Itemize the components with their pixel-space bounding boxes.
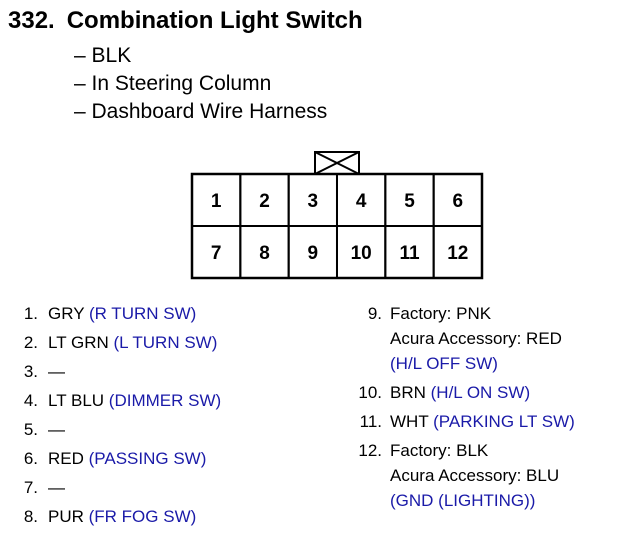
pin-cell-number: 10: [351, 243, 372, 264]
pin-description: Factory: BLK: [390, 441, 488, 461]
pin-number: 9.: [367, 304, 382, 323]
pin-cell-number: 12: [447, 243, 468, 264]
wire-color: LT BLU: [48, 391, 109, 410]
pin-number: 3.: [23, 362, 38, 381]
title-number: 332.: [8, 7, 55, 34]
wire-color: —: [48, 420, 65, 439]
pin-cell-number: 9: [308, 243, 319, 264]
circuit-function: (DIMMER SW): [108, 391, 222, 410]
pin-number: 2.: [23, 333, 38, 352]
pin-cell-number: 5: [404, 191, 415, 212]
wire-color: —: [48, 362, 65, 381]
wire-color: Acura Accessory: RED: [390, 329, 562, 348]
circuit-function: (R TURN SW): [88, 304, 197, 323]
wire-color: PUR: [48, 507, 89, 526]
title-text: Combination Light Switch: [66, 7, 363, 34]
pin-cell-number: 3: [308, 191, 319, 212]
detail-harness: – Dashboard Wire Harness: [74, 100, 328, 123]
circuit-function: (GND (LIGHTING)): [390, 491, 536, 510]
wire-color: LT GRN: [48, 333, 114, 352]
detail-location: – In Steering Column: [74, 72, 272, 95]
circuit-function: (PARKING LT SW): [433, 412, 575, 431]
pin-description: Acura Accessory: BLU: [390, 466, 559, 486]
pin-description: WHT (PARKING LT SW): [390, 412, 575, 432]
wire-color: GRY: [48, 304, 89, 323]
pin-cell: [432, 225, 483, 279]
pin-cell-number: 6: [453, 191, 464, 212]
pin-description: —: [48, 478, 65, 498]
pin-number: 4.: [23, 391, 38, 410]
pin-description: RED (PASSING SW): [48, 449, 206, 469]
pin-number: 7.: [23, 478, 38, 497]
pin-number: 8.: [23, 507, 38, 526]
pin-number: 5.: [23, 420, 38, 439]
circuit-function: (PASSING SW): [88, 449, 207, 468]
wire-color: BRN: [390, 383, 431, 402]
pin-cell-number: 11: [399, 243, 420, 264]
pin-description: Factory: PNK: [390, 304, 491, 324]
wire-color: Factory: BLK: [390, 441, 489, 460]
circuit-function: (L TURN SW): [113, 333, 218, 352]
pin-cell-number: 4: [356, 191, 367, 212]
pin-description: —: [48, 362, 65, 382]
circuit-function: (H/L OFF SW): [390, 354, 498, 373]
wire-color: —: [48, 478, 65, 497]
pin-cell-number: 2: [259, 191, 270, 212]
wire-color: RED: [48, 449, 89, 468]
wire-color: Acura Accessory: BLU: [390, 466, 560, 485]
pin-description: LT BLU (DIMMER SW): [48, 391, 221, 411]
pin-number: 1.: [23, 304, 38, 323]
pin-description: —: [48, 420, 65, 440]
pin-number: 6.: [23, 449, 38, 468]
pin-description: GRY (R TURN SW): [48, 304, 196, 324]
pin-description: BRN (H/L ON SW): [390, 383, 530, 403]
pin-cell-number: 1: [211, 191, 222, 212]
pin-cell-number: 7: [211, 243, 222, 264]
pin-description: PUR (FR FOG SW): [48, 507, 196, 527]
circuit-function: (FR FOG SW): [88, 507, 197, 526]
pin-description: Acura Accessory: RED: [390, 329, 562, 349]
wire-color: Factory: PNK: [390, 304, 492, 323]
detail-color: – BLK: [74, 44, 132, 67]
pin-description: (H/L OFF SW): [390, 354, 498, 374]
page-title: 332. Combination Light Switch: [8, 7, 363, 35]
wire-color: WHT: [390, 412, 434, 431]
pin-number: 10.: [358, 383, 382, 402]
pin-cell-number: 8: [259, 243, 270, 264]
pin-description: LT GRN (L TURN SW): [48, 333, 217, 353]
pin-description: (GND (LIGHTING)): [390, 491, 535, 511]
circuit-function: (H/L ON SW): [430, 383, 531, 402]
pin-number: 12.: [358, 441, 382, 460]
pin-number: 11.: [359, 412, 382, 431]
